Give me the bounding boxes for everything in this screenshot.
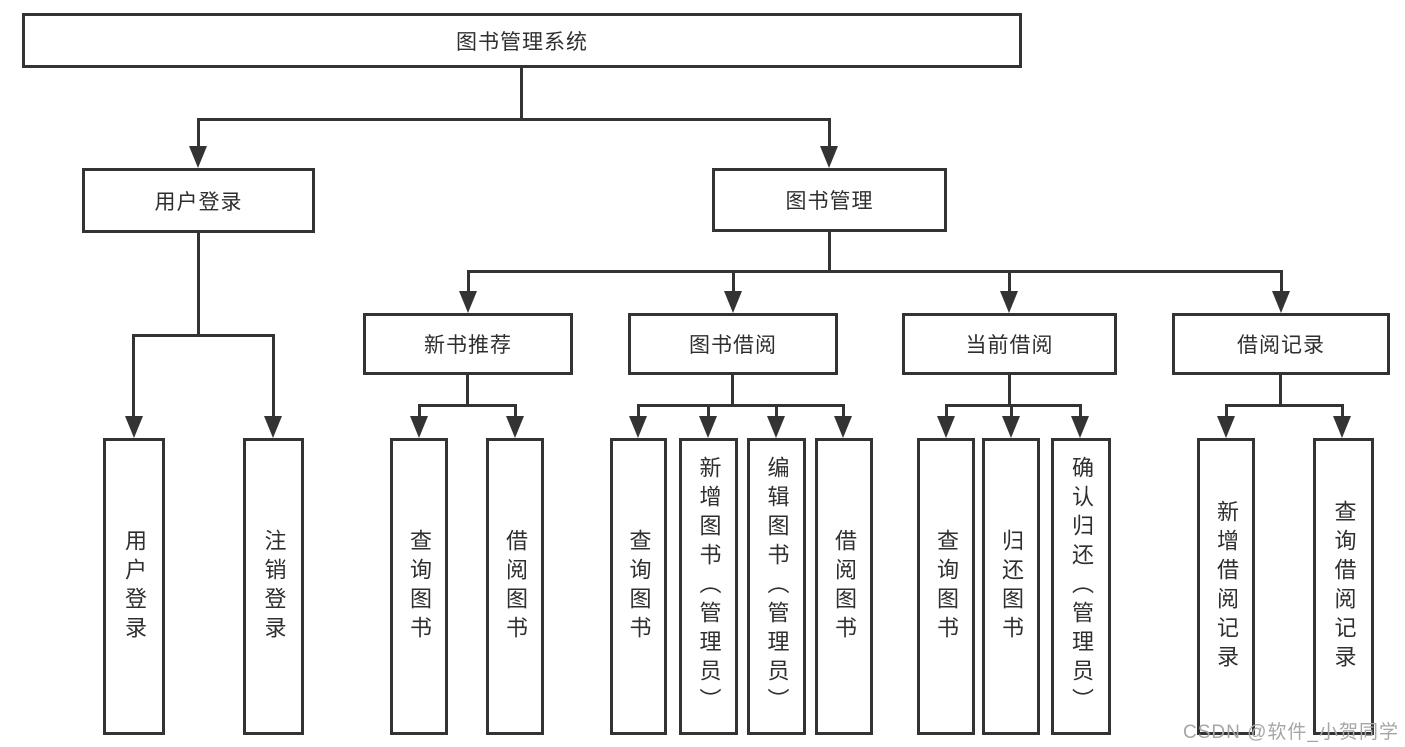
arrow-down-icon — [459, 291, 477, 313]
group-new-book-rec: 新书推荐 — [363, 313, 573, 375]
connector-new-book-rec-stem — [466, 374, 469, 407]
leaf-rec-query-books: 查询图书 — [390, 438, 448, 735]
arrow-down-icon — [125, 416, 143, 438]
leaf-br-add-record-label: 新增借阅记录 — [1214, 499, 1239, 674]
leaf-user-login: 用户登录 — [103, 438, 165, 735]
connector-drop-user-login — [197, 118, 200, 150]
connector-book-mgmt-hbar — [467, 270, 1283, 273]
connector-drop-book-mgmt — [828, 118, 831, 150]
leaf-bb-add-books-admin-label: 新增图书（管理员） — [696, 456, 722, 717]
leaf-cb-confirm-return-admin: 确认归还（管理员） — [1051, 438, 1111, 735]
group-current-borrow-label: 当前借阅 — [965, 334, 1054, 357]
connector-drop-leaf — [1079, 404, 1082, 418]
arrow-down-icon — [767, 416, 785, 438]
branch-book-mgmt-label: 图书管理 — [785, 190, 874, 213]
arrow-down-icon — [1000, 291, 1018, 313]
connector-drop-leaf — [707, 404, 710, 418]
arrow-down-icon — [410, 416, 428, 438]
arrow-down-icon — [1333, 416, 1351, 438]
leaf-bb-query-books: 查询图书 — [610, 438, 667, 735]
arrow-down-icon — [189, 146, 207, 168]
connector-drop-leaf — [637, 404, 640, 418]
leaf-bb-add-books-admin: 新增图书（管理员） — [679, 438, 738, 735]
csdn-watermark: CSDN @软件_小贺同学 — [1183, 722, 1399, 743]
arrow-down-icon — [506, 416, 524, 438]
connector-current-borrow-stem — [1008, 374, 1011, 407]
connector-book-borrow-hbar — [637, 404, 845, 407]
leaf-logout: 注销登录 — [243, 438, 304, 735]
group-current-borrow: 当前借阅 — [902, 313, 1117, 375]
node-root: 图书管理系统 — [22, 13, 1022, 68]
leaf-bb-query-books-label: 查询图书 — [626, 528, 652, 645]
leaf-br-add-record: 新增借阅记录 — [1197, 438, 1255, 735]
group-borrow-records-label: 借阅记录 — [1237, 334, 1325, 357]
connector-root-stem — [520, 68, 523, 120]
arrow-down-icon — [937, 416, 955, 438]
leaf-bb-edit-books-admin: 编辑图书（管理员） — [747, 438, 806, 735]
arrow-down-icon — [699, 416, 717, 438]
group-borrow-records: 借阅记录 — [1172, 313, 1390, 375]
group-new-book-rec-label: 新书推荐 — [424, 334, 512, 357]
leaf-rec-borrow-books: 借阅图书 — [486, 438, 544, 735]
leaf-logout-label: 注销登录 — [261, 528, 287, 645]
leaf-cb-return-books: 归还图书 — [982, 438, 1040, 735]
leaf-bb-borrow-books: 借阅图书 — [815, 438, 873, 735]
arrow-down-icon — [629, 416, 647, 438]
arrow-down-icon — [820, 146, 838, 168]
leaf-cb-query-books: 查询图书 — [917, 438, 975, 735]
arrow-down-icon — [1002, 416, 1020, 438]
branch-user-login: 用户登录 — [82, 168, 315, 233]
leaf-cb-query-books-label: 查询图书 — [934, 528, 959, 645]
connector-borrow-records-stem — [1279, 374, 1282, 407]
connector-book-borrow-stem — [731, 374, 734, 407]
leaf-br-query-record: 查询借阅记录 — [1313, 438, 1374, 735]
leaf-cb-confirm-return-admin-label: 确认归还（管理员） — [1069, 456, 1094, 717]
connector-book-mgmt-stem — [828, 232, 831, 272]
connector-current-borrow-hbar — [945, 404, 1082, 407]
connector-root-hbar — [197, 118, 831, 121]
connector-drop-leaf — [272, 334, 275, 420]
arrow-down-icon — [1272, 291, 1290, 313]
connector-drop-group — [467, 270, 470, 294]
leaf-rec-borrow-books-label: 借阅图书 — [503, 528, 528, 645]
connector-drop-leaf — [418, 404, 421, 418]
connector-drop-group — [1008, 270, 1011, 294]
branch-user-login-label: 用户登录 — [154, 190, 243, 214]
arrow-down-icon — [834, 416, 852, 438]
leaf-bb-edit-books-admin-label: 编辑图书（管理员） — [764, 456, 790, 717]
connector-drop-group — [1280, 270, 1283, 294]
leaf-bb-borrow-books-label: 借阅图书 — [832, 528, 857, 645]
leaf-rec-query-books-label: 查询图书 — [407, 528, 432, 645]
branch-book-mgmt: 图书管理 — [712, 168, 947, 232]
connector-drop-leaf — [514, 404, 517, 418]
node-root-label: 图书管理系统 — [456, 30, 588, 54]
arrow-down-icon — [1071, 416, 1089, 438]
connector-user-login-hbar — [132, 334, 275, 337]
group-book-borrow: 图书借阅 — [628, 313, 838, 375]
connector-drop-leaf — [842, 404, 845, 418]
arrow-down-icon — [1217, 416, 1235, 438]
arrow-down-icon — [264, 416, 282, 438]
arrow-down-icon — [724, 291, 742, 313]
connector-drop-leaf — [1225, 404, 1228, 418]
connector-drop-leaf — [1341, 404, 1344, 418]
connector-borrow-records-hbar — [1225, 404, 1344, 407]
leaf-cb-return-books-label: 归还图书 — [999, 528, 1024, 645]
connector-user-login-stem — [197, 233, 200, 337]
connector-new-book-rec-hbar — [418, 404, 517, 407]
connector-drop-leaf — [945, 404, 948, 418]
connector-drop-leaf — [1010, 404, 1013, 418]
connector-drop-group — [732, 270, 735, 294]
leaf-br-query-record-label: 查询借阅记录 — [1331, 499, 1357, 674]
connector-drop-leaf — [775, 404, 778, 418]
leaf-user-login-label: 用户登录 — [122, 528, 147, 645]
group-book-borrow-label: 图书借阅 — [689, 334, 777, 357]
connector-drop-leaf — [132, 334, 135, 420]
